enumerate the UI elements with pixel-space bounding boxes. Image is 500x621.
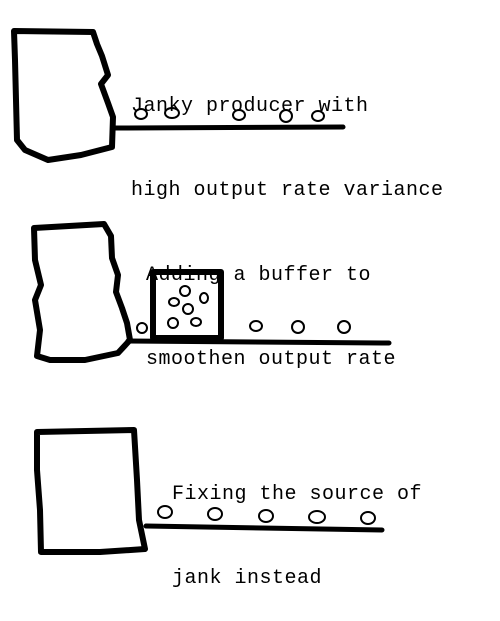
output-item — [360, 511, 376, 525]
output-item — [308, 510, 326, 524]
output-item — [279, 109, 293, 123]
output-item — [207, 507, 223, 521]
buffered-item — [190, 317, 202, 327]
panel-janky-producer — [11, 28, 346, 163]
diagram-canvas — [11, 28, 392, 555]
output-item — [249, 320, 263, 332]
output-conveyor-line — [125, 338, 392, 346]
buffered-item — [167, 317, 179, 329]
output-items — [136, 320, 351, 334]
output-item — [157, 505, 173, 519]
buffered-items — [167, 285, 209, 329]
output-item — [311, 110, 325, 122]
buffered-item — [168, 297, 180, 307]
output-item — [291, 320, 305, 334]
caption-with-buffer: Adding a buffer to smoothen output rate — [146, 206, 396, 402]
panel-fixed-source — [34, 427, 385, 555]
caption-janky-producer: Janky producer with high output rate var… — [131, 37, 444, 233]
output-item — [164, 107, 180, 119]
caption-line: Adding a buffer to — [146, 264, 372, 287]
panel-with-buffer — [31, 221, 392, 363]
caption-line: smoothen output rate — [146, 348, 397, 371]
buffered-item — [182, 303, 194, 315]
output-item — [136, 322, 148, 334]
buffered-item — [179, 285, 191, 297]
output-conveyor-line — [143, 523, 385, 533]
output-item — [258, 509, 274, 523]
caption-line: high output rate variance — [131, 179, 444, 202]
buffer-box — [150, 269, 224, 341]
output-conveyor-line — [112, 124, 346, 131]
producer-box — [31, 221, 133, 363]
output-item — [337, 320, 351, 334]
buffered-item — [199, 292, 209, 304]
caption-fixed-source: Fixing the source of jank instead — [172, 425, 422, 621]
caption-line: Fixing the source of — [172, 483, 423, 506]
output-item — [232, 109, 246, 121]
caption-line: Janky producer with — [131, 95, 369, 118]
output-item — [134, 108, 148, 120]
producer-box — [11, 28, 116, 163]
producer-box — [34, 427, 148, 555]
caption-line: jank instead — [172, 567, 323, 590]
output-items — [134, 107, 325, 123]
output-items — [157, 505, 376, 525]
